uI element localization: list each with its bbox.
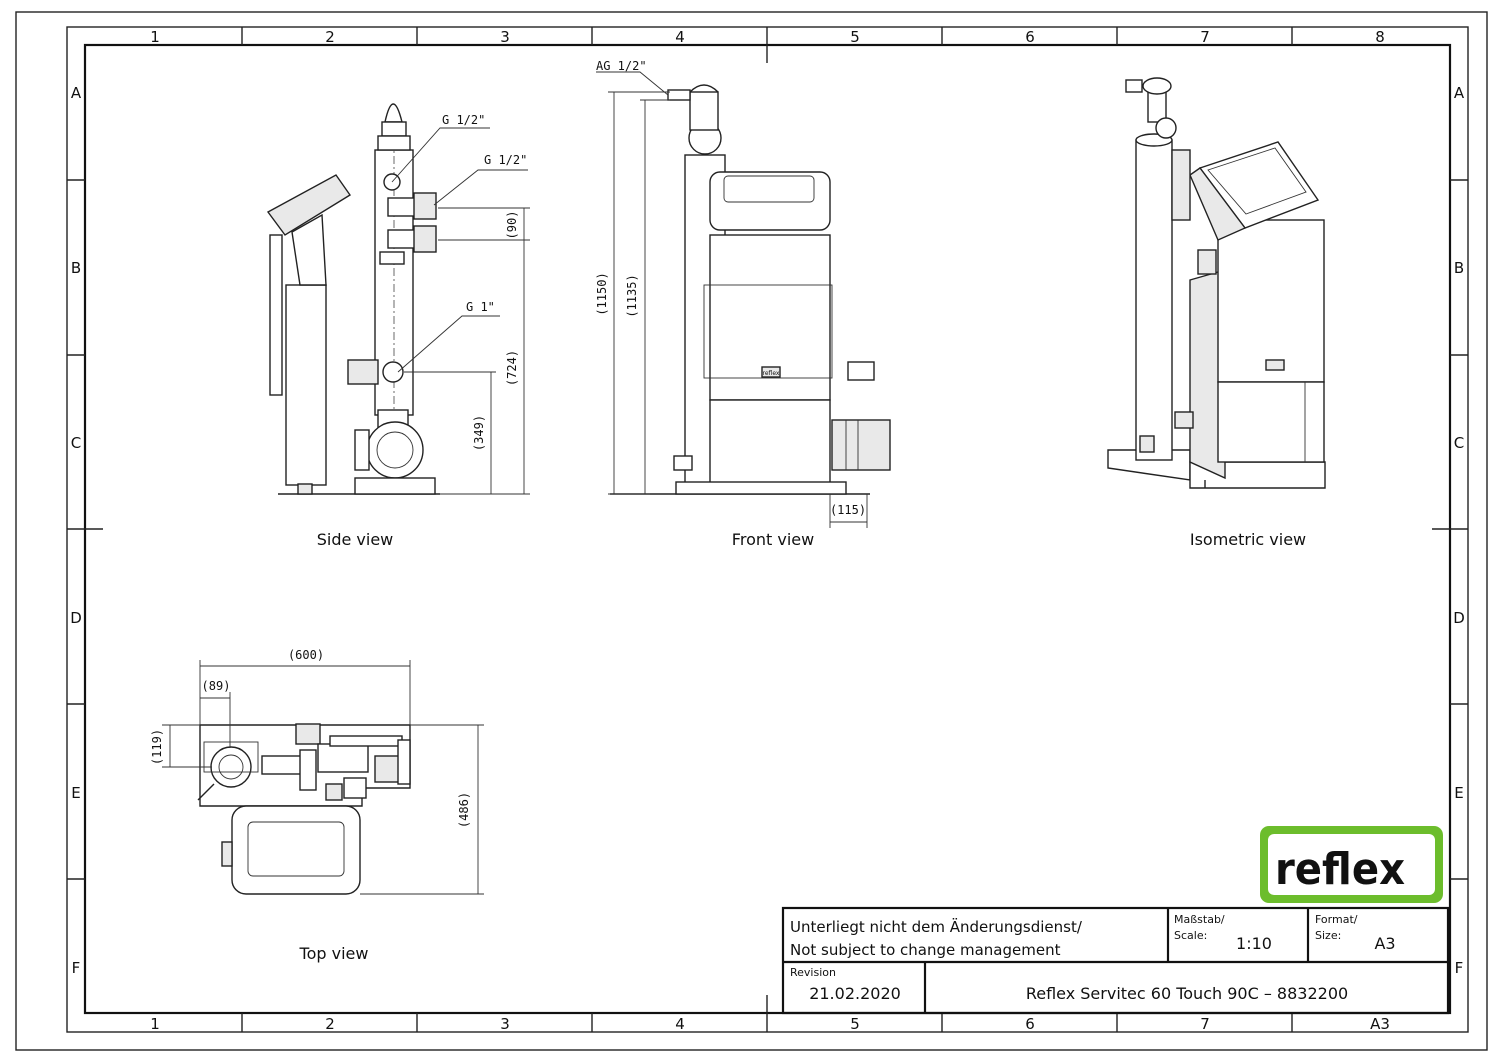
top-dimension-486: (486) — [457, 792, 471, 828]
zone-row-a-left: A — [71, 84, 82, 102]
top-dimension-119: (119) — [150, 729, 164, 765]
scale-label-english: Scale: — [1174, 929, 1207, 942]
logo-text: reflex — [1275, 844, 1405, 895]
zone-col-1-bottom: 1 — [150, 1015, 160, 1033]
zone-row-d-left: D — [70, 609, 82, 627]
zone-col-2-bottom: 2 — [325, 1015, 335, 1033]
zone-row-b-right: B — [1454, 259, 1464, 277]
front-nameplate: reflex — [763, 370, 780, 377]
zone-col-4-top: 4 — [675, 28, 685, 46]
zone-col-5-bottom: 5 — [850, 1015, 860, 1033]
title-note-german: Unterliegt nicht dem Änderungsdienst/ — [790, 917, 1083, 936]
side-dimension-724: (724) — [505, 350, 519, 386]
title-block: Unterliegt nicht dem Änderungsdienst/ No… — [781, 906, 1450, 1015]
reflex-logo: reflex — [1260, 826, 1443, 903]
format-label-german: Format/ — [1315, 913, 1358, 926]
zone-row-f-left: F — [72, 959, 81, 977]
zone-col-8-bottom: A3 — [1370, 1015, 1390, 1033]
side-view-label: Side view — [317, 530, 394, 549]
side-callout-upper: G 1/2" — [442, 113, 485, 127]
revision-date: 21.02.2020 — [809, 984, 901, 1003]
zone-row-f-right: F — [1455, 959, 1464, 977]
front-dimension-115: (115) — [830, 503, 866, 517]
drawing-frame: 1 2 3 4 5 6 7 8 1 2 3 4 5 6 7 A3 A B C D… — [15, 11, 1488, 1051]
side-dimension-90: (90) — [505, 211, 519, 240]
zone-col-1-top: 1 — [150, 28, 160, 46]
side-callout-middle: G 1/2" — [484, 153, 527, 167]
front-dimension-1135: (1135) — [625, 274, 639, 317]
revision-label: Revision — [790, 966, 836, 979]
zone-row-d-right: D — [1453, 609, 1465, 627]
top-view-label: Top view — [299, 944, 369, 963]
zone-col-4-bottom: 4 — [675, 1015, 685, 1033]
zone-col-5-top: 5 — [850, 28, 860, 46]
format-value: A3 — [1374, 934, 1395, 953]
side-callout-lower: G 1" — [466, 300, 495, 314]
zone-col-6-bottom: 6 — [1025, 1015, 1035, 1033]
zone-col-7-top: 7 — [1200, 28, 1210, 46]
scale-value: 1:10 — [1236, 934, 1272, 953]
zone-row-c-left: C — [71, 434, 81, 452]
top-dimension-89: (89) — [202, 679, 231, 693]
zone-row-e-right: E — [1454, 784, 1463, 802]
product-title: Reflex Servitec 60 Touch 90C – 8832200 — [1026, 984, 1348, 1003]
format-label-english: Size: — [1315, 929, 1341, 942]
side-view-drawing: G 1/2" G 1/2" G 1" (90) (724) (349) Side… — [266, 103, 530, 549]
top-view-drawing: (600) (89) (119) (486) Top view — [150, 648, 484, 963]
title-note-english: Not subject to change management — [790, 941, 1061, 959]
zone-row-a-right: A — [1454, 84, 1465, 102]
zone-col-8-top: 8 — [1375, 28, 1385, 46]
zone-col-6-top: 6 — [1025, 28, 1035, 46]
front-dimension-1150: (1150) — [595, 272, 609, 315]
zone-row-b-left: B — [71, 259, 81, 277]
zone-col-7-bottom: 7 — [1200, 1015, 1210, 1033]
zone-row-e-left: E — [71, 784, 80, 802]
zone-col-3-top: 3 — [500, 28, 510, 46]
top-dimension-600: (600) — [288, 648, 324, 662]
front-callout-top: AG 1/2" — [596, 59, 647, 73]
front-view-label: Front view — [732, 530, 814, 549]
isometric-view-label: Isometric view — [1190, 530, 1306, 549]
zone-col-3-bottom: 3 — [500, 1015, 510, 1033]
front-view-drawing: AG 1/2" (1150) (1135) (115) Front view — [595, 59, 891, 549]
side-dimension-349: (349) — [472, 415, 486, 451]
zone-row-c-right: C — [1454, 434, 1464, 452]
zone-col-2-top: 2 — [325, 28, 335, 46]
isometric-view-drawing: Isometric view — [1107, 77, 1326, 549]
scale-label-german: Maßstab/ — [1174, 913, 1225, 926]
